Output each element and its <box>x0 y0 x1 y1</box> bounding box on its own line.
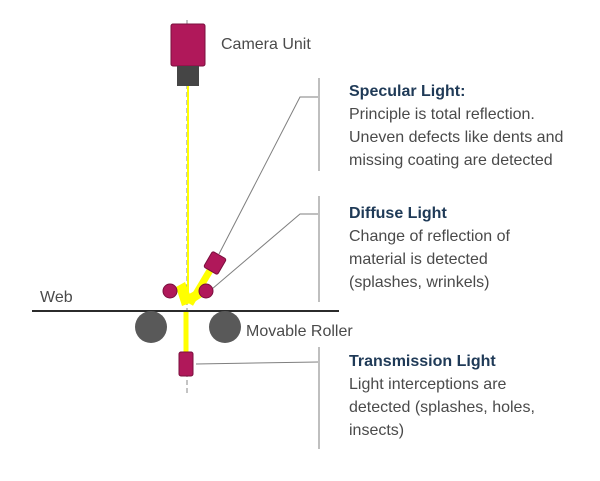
movable-roller-label: Movable Roller <box>246 323 353 340</box>
diffuse-line-3: (splashes, wrinkels) <box>349 274 490 291</box>
transmission-pointer-line <box>195 361 319 365</box>
diffuse-light-description: Diffuse Light Change of reflection of ma… <box>349 202 510 294</box>
camera-body <box>170 23 206 67</box>
transmission-light-title: Transmission Light <box>349 353 496 370</box>
specular-light-unit <box>203 251 227 275</box>
transmission-line-1: Light interceptions are <box>349 376 507 393</box>
diffuse-light-title: Diffuse Light <box>349 205 447 222</box>
diffuse-line-2: material is detected <box>349 251 488 268</box>
roller-left <box>135 311 167 343</box>
camera-unit-label: Camera Unit <box>221 36 311 53</box>
specular-pointer-line <box>218 96 318 255</box>
specular-light-description: Specular Light: Principle is total refle… <box>349 80 563 172</box>
roller-right <box>209 311 241 343</box>
camera-lens <box>177 66 199 86</box>
transmission-light-description: Transmission Light Light interceptions a… <box>349 350 535 442</box>
specular-line-3: missing coating are detected <box>349 152 553 169</box>
diffuse-light-right <box>198 283 214 299</box>
transmission-light-unit <box>178 351 194 377</box>
diffuse-light-left <box>162 283 178 299</box>
transmission-line-3: insects) <box>349 422 405 439</box>
diffuse-pointer-line <box>211 213 318 290</box>
specular-line-2: Uneven defects like dents and <box>349 129 564 146</box>
specular-light-title: Specular Light: <box>349 83 466 100</box>
web-label: Web <box>40 289 73 306</box>
specular-line-1: Principle is total reflection. <box>349 106 535 123</box>
transmission-line-2: detected (splashes, holes, <box>349 399 535 416</box>
diffuse-line-1: Change of reflection of <box>349 228 510 245</box>
